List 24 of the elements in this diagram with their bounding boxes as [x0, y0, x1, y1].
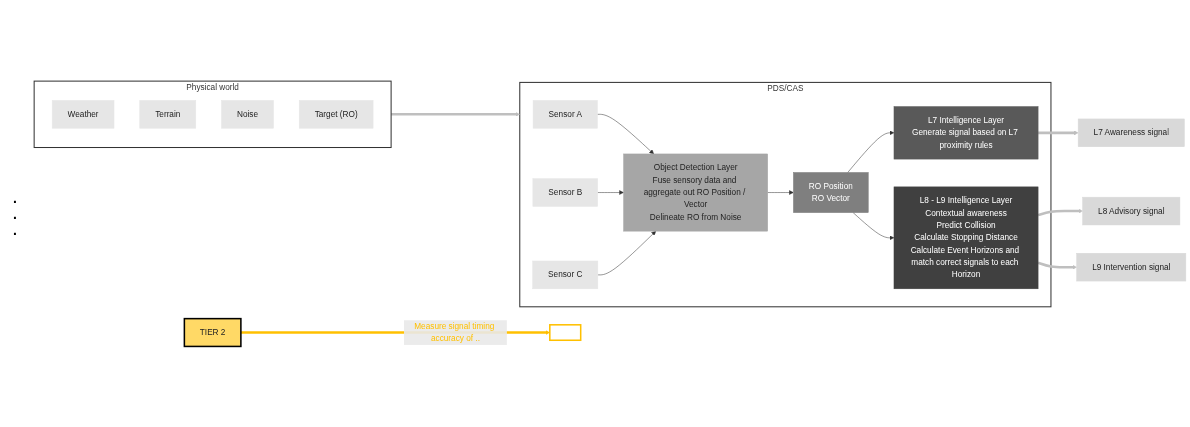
arrow	[1037, 261, 1077, 270]
node-box: Sensor A	[532, 99, 598, 129]
node-box: Terrain	[139, 99, 197, 129]
ellipsis-dot: .	[13, 221, 17, 238]
node-box: Noise	[221, 99, 274, 129]
node-box: L7 Intelligence Layer Generate signal based on L7 proximity rules	[893, 106, 1039, 160]
node-box: Weather	[51, 99, 115, 129]
node-box: RO Position RO Vector	[793, 171, 869, 213]
node-box: Sensor B	[532, 178, 598, 207]
arrow	[391, 111, 520, 117]
node-box: L8 Advisory signal	[1082, 196, 1181, 225]
node-box: Target (RO)	[298, 99, 374, 129]
edge-label: Measure signal timing accuracy of ..	[414, 321, 495, 343]
arrow	[1037, 208, 1083, 217]
ellipsis-dot: .	[13, 205, 17, 222]
node-box: L7 Awareness signal	[1077, 118, 1185, 147]
node-box: TIER 2	[183, 317, 242, 347]
ellipsis-dot: .	[13, 189, 17, 206]
node-box: Object Detection Layer Fuse sensory data and aggregate out RO Position / Vector Delineate RO from Noise	[623, 153, 768, 232]
node-bracket	[549, 323, 582, 341]
arrow	[1038, 130, 1079, 135]
node-box: L8 - L9 Intelligence Layer Contextual awareness Predict Collision Calculate Stopping Distance Calculate Event Horizons and match correct signals to each Horizon	[893, 186, 1039, 289]
node-box: L9 Intervention signal	[1076, 252, 1187, 282]
node-box: Sensor C	[532, 260, 599, 289]
